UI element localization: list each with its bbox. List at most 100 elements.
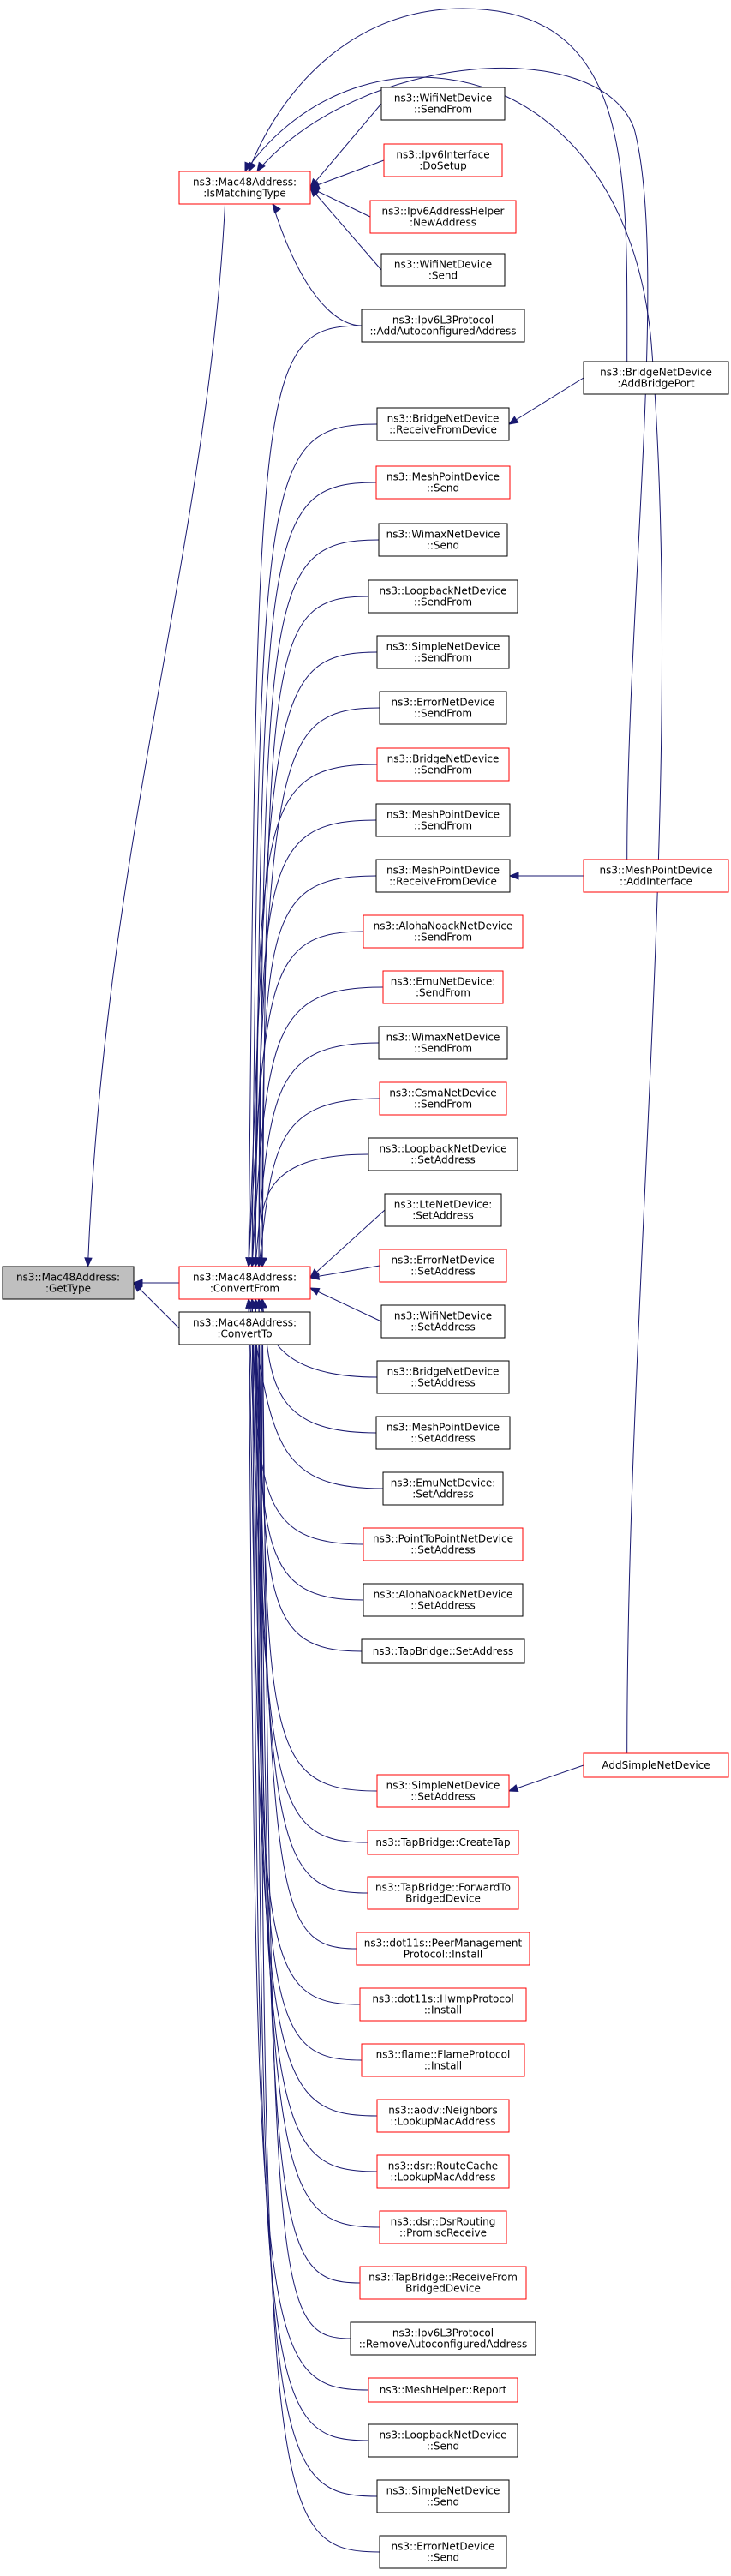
node-box (379, 1249, 507, 1283)
node-error-send[interactable]: ns3::ErrorNetDevice::Send (379, 2535, 507, 2569)
node-bridge-addport[interactable]: ns3::BridgeNetDevice:AddBridgePort (583, 361, 729, 395)
node-convertto[interactable]: ns3::Mac48Address::ConvertTo (178, 1311, 311, 1345)
node-dot11s-peer[interactable]: ns3::dot11s::PeerManagementProtocol::Ins… (356, 1932, 530, 1966)
node-label: ns3::Mac48Address: (16, 1272, 120, 1284)
edge-ipv6l3-remove-convertfrom (259, 1297, 351, 2339)
node-label: :IsMatchingType (203, 188, 286, 200)
node-p2p-setaddr[interactable]: ns3::PointToPointNetDevice::SetAddress (363, 1527, 524, 1561)
node-ipv6helper-newaddr[interactable]: ns3::Ipv6AddressHelper:NewAddress (369, 200, 517, 234)
edge-ismatching-gettype-line (87, 203, 226, 1267)
node-dsr-promisc[interactable]: ns3::dsr::DsrRouting::PromiscReceive (379, 2210, 507, 2244)
node-bridge-recv[interactable]: ns3::BridgeNetDevice::ReceiveFromDevice (376, 407, 510, 441)
node-lte-setaddr[interactable]: ns3::LteNetDevice::SetAddress (384, 1193, 502, 1227)
node-emu-setaddr[interactable]: ns3::EmuNetDevice::SetAddress (382, 1471, 504, 1506)
node-box (368, 579, 518, 614)
node-label: ns3::LteNetDevice: (394, 1199, 493, 1211)
node-csma-sendfrom[interactable]: ns3::CsmaNetDevice::SendFrom (379, 1081, 507, 1116)
node-simple-setaddr[interactable]: ns3::SimpleNetDevice::SetAddress (376, 1774, 510, 1808)
node-box (178, 1311, 311, 1345)
node-wifi-sendfrom[interactable]: ns3::WifiNetDevice::SendFrom (380, 87, 506, 121)
edge-tap-recvfrom-convertfrom (255, 1297, 361, 2284)
node-wimax-sendfrom[interactable]: ns3::WimaxNetDevice::SendFrom (378, 1026, 508, 1060)
node-ipv6l3-remove[interactable]: ns3::Ipv6L3Protocol::RemoveAutoconfigure… (350, 2321, 536, 2356)
node-tap-setaddr[interactable]: ns3::TapBridge::SetAddress (361, 1638, 525, 1664)
node-meshpt-addif[interactable]: ns3::MeshPointDevice::AddInterface (583, 859, 729, 893)
node-dsr-cache[interactable]: ns3::dsr::RouteCache::LookupMacAddress (376, 2154, 510, 2189)
node-box (359, 1987, 527, 2022)
node-meshhelper-report[interactable]: ns3::MeshHelper::Report (368, 2377, 518, 2403)
node-box (361, 1638, 525, 1664)
edge-wifi-send-ismatching (309, 186, 382, 271)
edge-error-setaddr-convertfrom (309, 1265, 380, 1280)
node-box (368, 2377, 518, 2403)
node-box (380, 1304, 506, 1339)
node-label: ::SendFrom (414, 708, 472, 720)
node-loop-setaddr[interactable]: ns3::LoopbackNetDevice::SetAddress (368, 1137, 518, 1171)
edge-aloha-setaddr-convertfrom-line (255, 1298, 364, 1601)
edge-meshpt-recv-convertfrom-line (261, 875, 377, 1267)
node-label: :SetAddress (412, 1210, 474, 1222)
node-label: ns3::TapBridge::ReceiveFrom (368, 2272, 518, 2284)
node-box (376, 2479, 510, 2513)
node-error-setaddr[interactable]: ns3::ErrorNetDevice::SetAddress (379, 1249, 507, 1283)
node-simple-sendfrom[interactable]: ns3::SimpleNetDevice::SendFrom (376, 635, 510, 669)
edge-ipv6helper-newaddr-ismatching-line (309, 187, 371, 218)
node-box (368, 1137, 518, 1171)
edge-loop-send-convertfrom-line (251, 1298, 369, 2441)
edge-dot11s-peer-convertfrom-line (255, 1298, 357, 1950)
node-ipv6l3-addauto[interactable]: ns3::Ipv6L3Protocol::AddAutoconfiguredAd… (361, 309, 525, 343)
edge-convertto-gettype (133, 1282, 180, 1329)
node-dot11s-hwmp[interactable]: ns3::dot11s::HwmpProtocol::Install (359, 1987, 527, 2022)
node-box (376, 2099, 510, 2133)
edge-error-send-convertfrom-line (258, 1298, 380, 2553)
node-meshpt-setaddr[interactable]: ns3::MeshPointDevice::SetAddress (375, 1416, 511, 1450)
edge-emu-sendfrom-convertfrom-line (251, 986, 384, 1267)
node-tap-createtap[interactable]: ns3::TapBridge::CreateTap (367, 1830, 519, 1855)
node-bridge-setaddr[interactable]: ns3::BridgeNetDevice::SetAddress (376, 1360, 510, 1394)
node-simple-send[interactable]: ns3::SimpleNetDevice::Send (376, 2479, 510, 2513)
edge-tap-createtap-convertfrom (245, 1297, 368, 1843)
node-meshpt-send[interactable]: ns3::MeshPointDevice::Send (375, 465, 511, 500)
node-box (375, 465, 511, 500)
edge-ipv6if-dosetup-ismatching-line (309, 159, 385, 189)
edge-lte-setaddr-convertfrom (309, 1209, 386, 1279)
edge-csma-sendfrom-convertfrom (255, 1098, 380, 1268)
node-aodv-lookup[interactable]: ns3::aodv::Neighbors::LookupMacAddress (376, 2099, 510, 2133)
node-wifi-send[interactable]: ns3::WifiNetDevice:Send (380, 253, 506, 287)
node-wimax-send[interactable]: ns3::WimaxNetDevice::Send (378, 523, 508, 557)
node-label: ::ReceiveFromDevice (389, 424, 497, 436)
node-label: :SendFrom (416, 987, 470, 999)
node-ipv6if-dosetup[interactable]: ns3::Ipv6Interface:DoSetup (383, 143, 503, 177)
node-meshpt-sendfrom[interactable]: ns3::MeshPointDevice::SendFrom (375, 803, 511, 837)
edge-wifi-sendfrom-ismatching (309, 103, 382, 189)
edge-aloha-sendfrom-convertfrom-line (248, 931, 364, 1267)
node-aloha-setaddr[interactable]: ns3::AlohaNoackNetDevice::SetAddress (363, 1583, 524, 1617)
edge-ipv6helper-newaddr-ismatching (309, 187, 371, 218)
node-addsimple[interactable]: AddSimpleNetDevice (583, 1752, 729, 1778)
node-convertfrom[interactable]: ns3::Mac48Address::ConvertFrom (178, 1266, 311, 1300)
node-meshpt-recv[interactable]: ns3::MeshPointDevice::ReceiveFromDevice (375, 859, 511, 893)
node-flame-install[interactable]: ns3::flame::FlameProtocol::Install (361, 2043, 525, 2077)
node-box (382, 970, 504, 1004)
node-loop-sendfrom[interactable]: ns3::LoopbackNetDevice::SendFrom (368, 579, 518, 614)
node-bridge-sendfrom[interactable]: ns3::BridgeNetDevice::SendFrom (376, 747, 510, 782)
edge-loop-setaddr-convertfrom-line (260, 1153, 369, 1267)
node-label: ns3::MeshPointDevice (386, 865, 500, 877)
node-box (380, 253, 506, 287)
node-ismatching[interactable]: ns3::Mac48Address::IsMatchingType (178, 171, 311, 205)
edge-addsimple-simple-setaddr-arrowhead (507, 1784, 519, 1793)
edge-error-send-convertfrom (255, 1297, 380, 2553)
node-error-sendfrom[interactable]: ns3::ErrorNetDevice::SendFrom (379, 691, 507, 725)
node-emu-sendfrom[interactable]: ns3::EmuNetDevice::SendFrom (382, 970, 504, 1004)
node-aloha-sendfrom[interactable]: ns3::AlohaNoackNetDevice::SendFrom (363, 914, 524, 949)
edge-tap-recvfrom-convertfrom-line (258, 1298, 361, 2284)
node-label: ns3::BridgeNetDevice (387, 413, 500, 425)
node-wifi-setaddr[interactable]: ns3::WifiNetDevice::SetAddress (380, 1304, 506, 1339)
edge-error-setaddr-convertfrom-arrowhead (309, 1272, 321, 1280)
node-gettype[interactable]: ns3::Mac48Address::GetType (2, 1266, 135, 1300)
edge-ismatching-gettype (84, 203, 226, 1268)
node-loop-send[interactable]: ns3::LoopbackNetDevice::Send (368, 2423, 518, 2458)
node-label: ns3::WifiNetDevice (394, 259, 492, 271)
